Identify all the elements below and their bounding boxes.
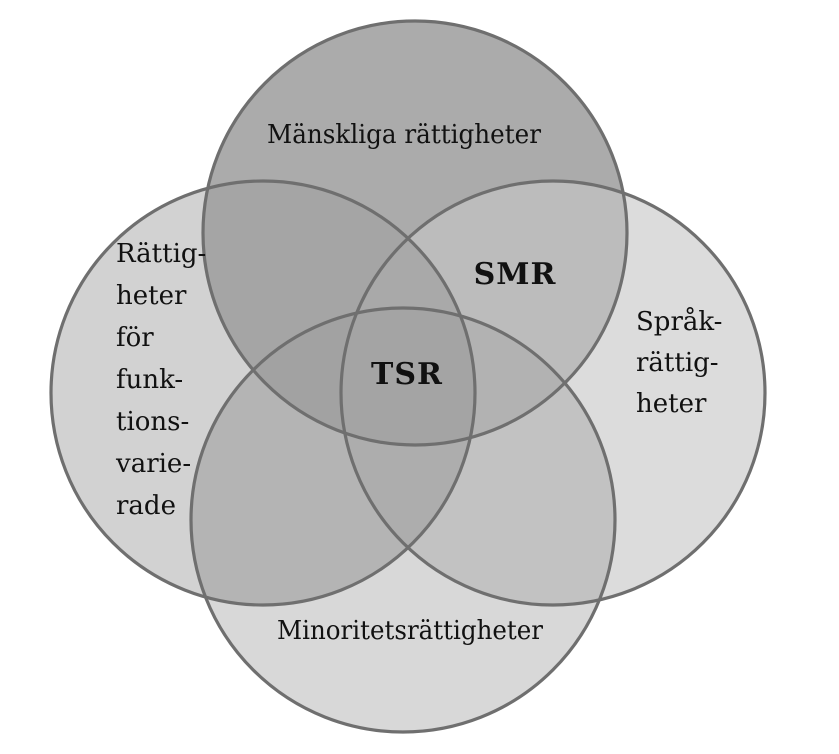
label-top-circle: Mänskliga rättigheter bbox=[267, 120, 542, 150]
label-right-circle-line-2: rättig- bbox=[636, 348, 719, 378]
overlap-top-right-bottom bbox=[341, 308, 615, 445]
label-left-circle-line-7: rade bbox=[116, 491, 176, 521]
circle-left-outline bbox=[49, 179, 477, 607]
label-tsr: TSR bbox=[371, 357, 443, 392]
label-right-circle-line-1: Språk- bbox=[636, 306, 722, 337]
overlap-left-right-bottom bbox=[341, 308, 475, 605]
circle-bottom-outline bbox=[189, 306, 617, 734]
label-left-circle-line-5: tions- bbox=[116, 407, 189, 437]
label-bottom-circle: Minoritetsrättigheter bbox=[277, 616, 544, 646]
overlap-top-right-bottom-fill bbox=[341, 308, 615, 445]
overlap-left-right-bottom-fill bbox=[341, 308, 475, 605]
label-left-circle-line-1: Rättig- bbox=[116, 239, 206, 269]
label-left-circle-line-2: heter bbox=[116, 281, 187, 311]
circle-top-outline bbox=[201, 19, 629, 447]
label-left-circle-line-3: för bbox=[116, 323, 154, 353]
label-smr: SMR bbox=[474, 257, 557, 292]
label-left-circle-line-6: varie- bbox=[115, 449, 191, 479]
label-right-circle-line-3: heter bbox=[636, 389, 707, 419]
circle-right-outline bbox=[339, 179, 767, 607]
label-left-circle-line-4: funk- bbox=[116, 365, 183, 395]
